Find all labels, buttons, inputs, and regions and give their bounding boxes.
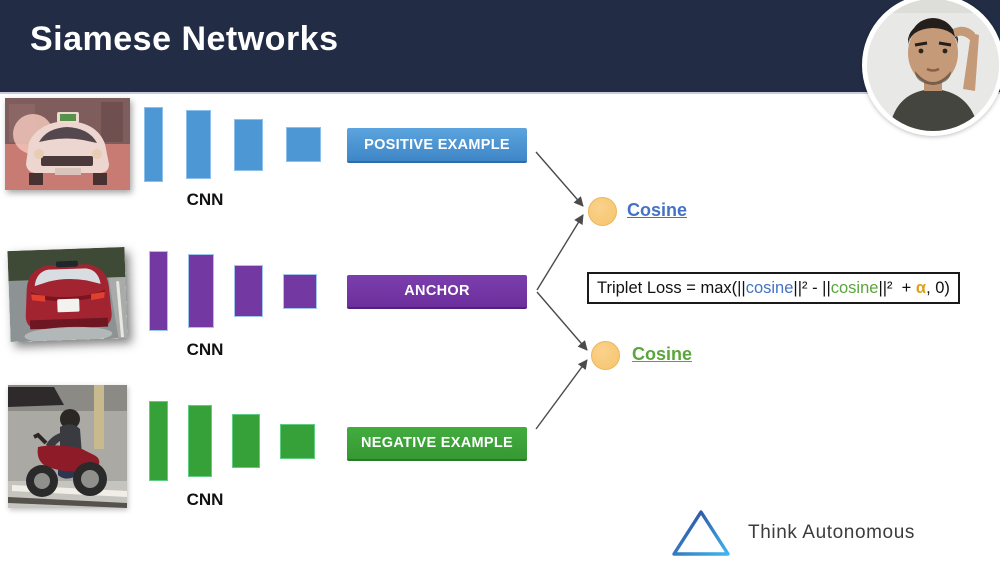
cosine-node-positive — [588, 197, 617, 226]
formula-cosine-positive: cosine — [745, 278, 794, 297]
brand-name: Think Autonomous — [748, 522, 915, 543]
formula-text: Triplet Loss = max(|| — [597, 278, 746, 297]
formula-text: ||² - || — [793, 278, 831, 297]
triplet-loss-formula: Triplet Loss = max(||cosine||² - ||cosin… — [587, 272, 960, 304]
brand-footer: Think Autonomous — [670, 508, 915, 558]
formula-text: ||² + — [878, 278, 916, 297]
cnn-bars-negative — [149, 401, 315, 481]
positive-example-image — [5, 98, 130, 190]
header-bar: Siamese Networks — [0, 0, 1000, 94]
brand-triangle-icon — [672, 510, 730, 556]
slide-title: Siamese Networks — [30, 20, 339, 58]
positive-example-label: POSITIVE EXAMPLE — [347, 128, 527, 163]
anchor-label: ANCHOR — [347, 275, 527, 309]
cnn-bars-anchor — [149, 251, 317, 331]
formula-cosine-negative: cosine — [830, 278, 879, 297]
presenter-avatar — [867, 0, 999, 131]
webcam-overlay — [862, 0, 1000, 136]
cnn-label-anchor: CNN — [186, 340, 224, 359]
cosine-node-negative — [591, 341, 620, 370]
cnn-label-negative: CNN — [186, 490, 224, 509]
negative-example-image — [8, 385, 127, 508]
cnn-bars-positive — [144, 107, 321, 182]
formula-alpha: α — [915, 278, 927, 297]
formula-text: , 0) — [926, 278, 950, 297]
negative-example-label: NEGATIVE EXAMPLE — [347, 427, 527, 461]
anchor-image — [7, 246, 128, 343]
cnn-label-positive: CNN — [186, 190, 224, 209]
cosine-link-positive[interactable]: Cosine — [627, 200, 688, 220]
cosine-link-negative[interactable]: Cosine — [632, 344, 693, 364]
